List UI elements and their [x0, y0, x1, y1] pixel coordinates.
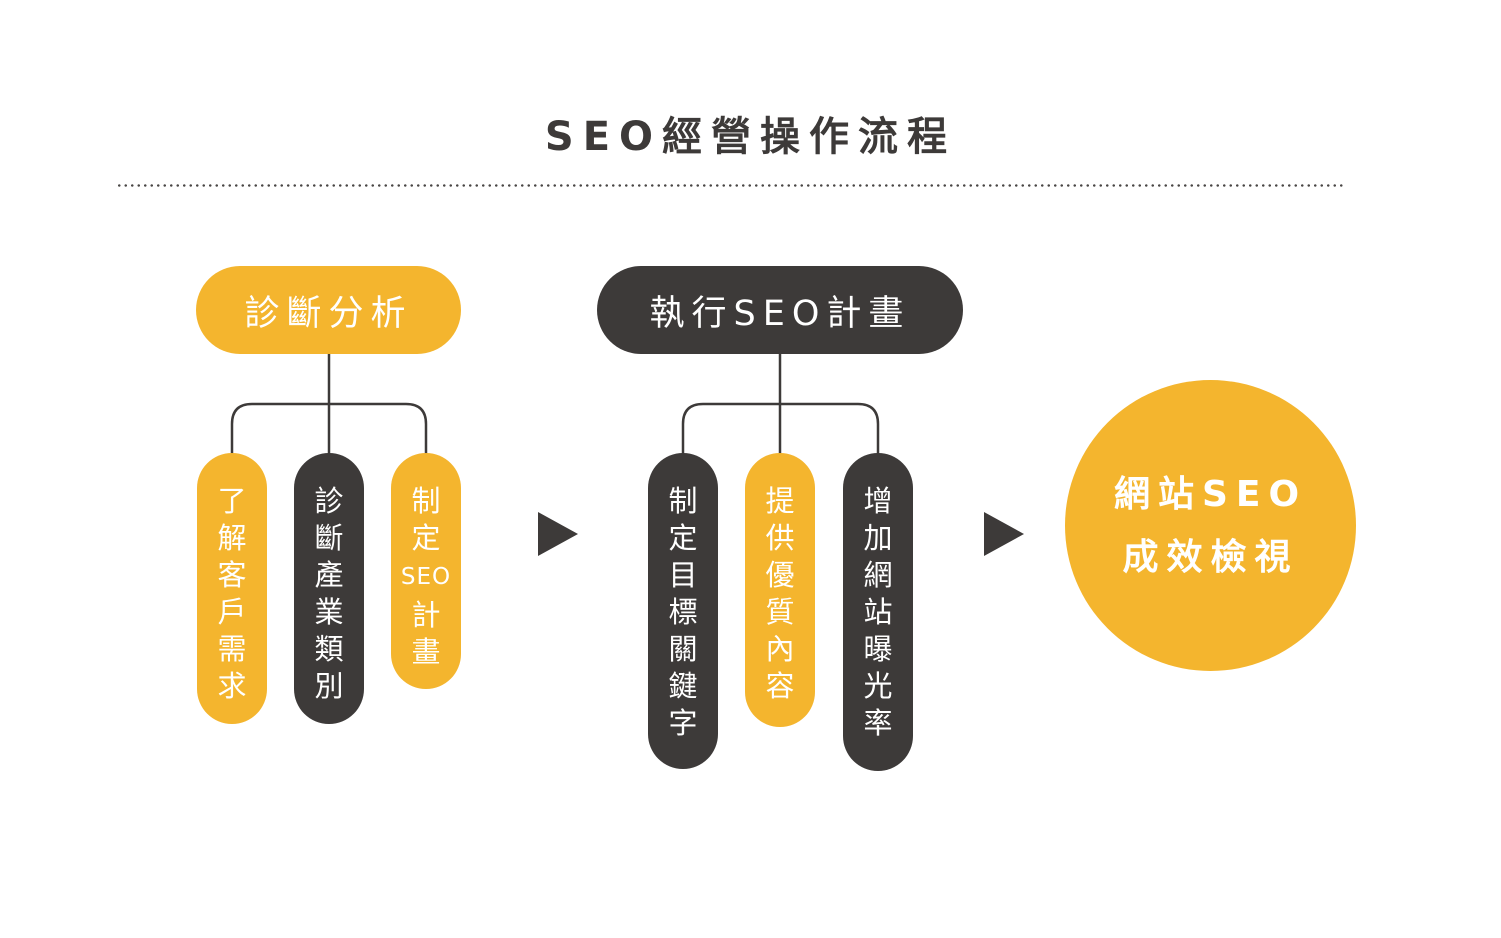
item-char: 容 [765, 669, 795, 703]
item-char: 求 [217, 669, 247, 703]
item-char: 制 [668, 484, 698, 518]
stage1-branch-line [230, 402, 428, 454]
item-char: 字 [668, 706, 698, 740]
item-char: 了 [217, 484, 247, 518]
stage2-item-3: 增 加 網 站 曝 光 率 [843, 453, 913, 771]
stage1-header-label: 診斷分析 [244, 293, 413, 334]
item-char: 定 [668, 521, 698, 555]
item-char: 增 [863, 484, 893, 518]
arrow-right-icon [984, 512, 1024, 556]
item-char: 鍵 [668, 669, 698, 703]
stage2-item-1: 制 定 目 標 關 鍵 字 [648, 453, 718, 769]
item-char: 別 [314, 669, 344, 703]
item-char: 光 [863, 669, 893, 703]
item-char: 加 [863, 521, 893, 555]
item-char: 質 [765, 595, 795, 629]
stage1-header-pill: 診斷分析 [196, 266, 461, 354]
stage1-item-3: 制 定 SEO 計 畫 [391, 453, 461, 689]
item-char: 戶 [217, 595, 247, 629]
result-line-2: 成效檢視 [1122, 536, 1299, 578]
item-char: 內 [765, 632, 795, 666]
item-char: 定 [411, 521, 441, 555]
item-char: 產 [314, 558, 344, 592]
item-char: 供 [765, 521, 795, 555]
item-char: 關 [668, 632, 698, 666]
item-char: 提 [765, 484, 795, 518]
item-char: 目 [668, 558, 698, 592]
item-char: 站 [863, 595, 893, 629]
arrow-right-icon [538, 512, 578, 556]
item-char: 率 [863, 706, 893, 740]
item-char: 業 [314, 595, 344, 629]
result-line-1: 網站SEO [1113, 473, 1308, 515]
stage1-item-1: 了 解 客 戶 需 求 [197, 453, 267, 724]
item-char: 畫 [411, 635, 441, 669]
item-char: 解 [217, 521, 247, 555]
stage1-item-2: 診 斷 產 業 類 別 [294, 453, 364, 724]
item-char: 類 [314, 632, 344, 666]
item-char: 標 [668, 595, 698, 629]
item-char: 優 [765, 558, 795, 592]
item-char: 制 [411, 484, 441, 518]
stage2-header-pill: 執行SEO計畫 [597, 266, 963, 354]
page-title: SEO經營操作流程 [544, 114, 957, 160]
item-char: 診 [314, 484, 344, 518]
item-char: 曝 [863, 632, 893, 666]
item-char: SEO [400, 564, 452, 590]
stage2-branch-line [681, 402, 880, 454]
item-char: 斷 [314, 521, 344, 555]
result-circle: 網站SEO 成效檢視 [1065, 380, 1356, 671]
stage2-item-2: 提 供 優 質 內 容 [745, 453, 815, 727]
stage2-header-label: 執行SEO計畫 [649, 293, 911, 334]
item-char: 計 [411, 598, 441, 632]
dotted-divider [116, 184, 1346, 187]
item-char: 網 [863, 558, 893, 592]
item-char: 需 [217, 632, 247, 666]
item-char: 客 [217, 558, 247, 592]
